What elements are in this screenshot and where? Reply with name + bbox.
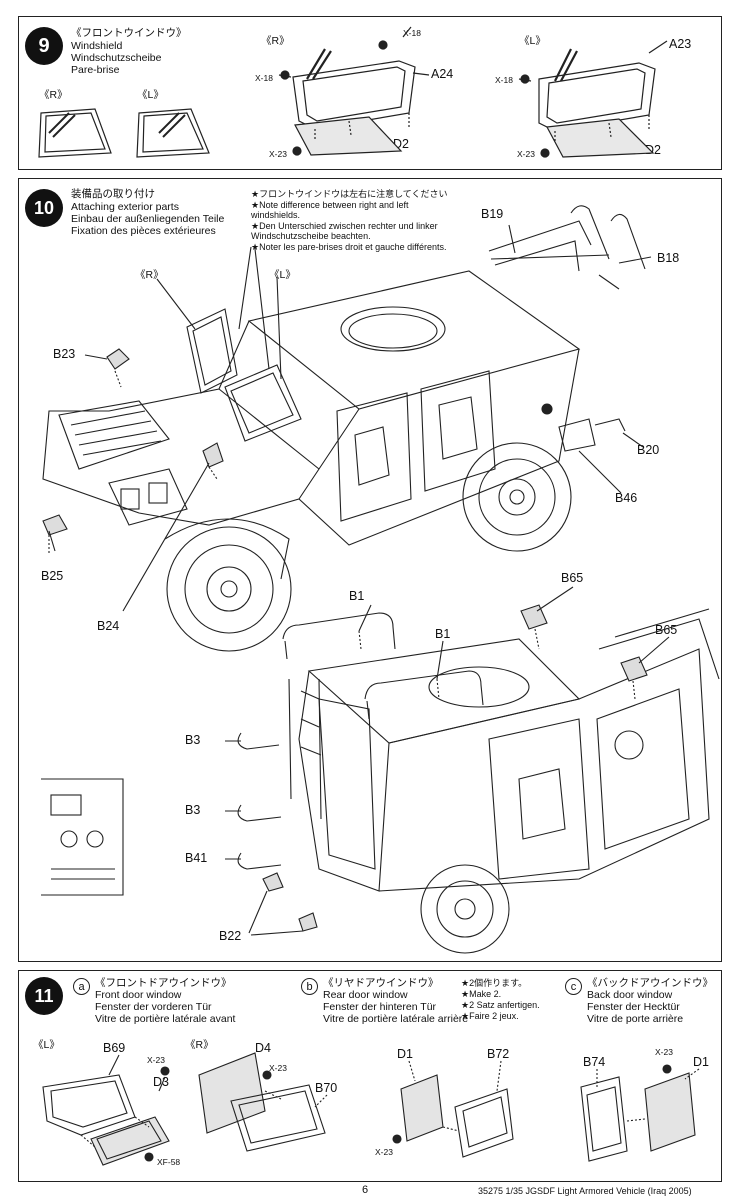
part-x18: X-18 [255,73,273,83]
side-label-l: 《L》 [33,1039,60,1051]
part-b65: B65 [655,623,678,637]
sub-step-b: b [301,978,318,995]
part-b1: B1 [349,589,365,603]
sub-step-c: c [565,978,582,995]
title-fr: Vitre de porte arrière [587,1013,684,1025]
part-b19: B19 [481,207,504,221]
part-x18: X-18 [403,28,421,38]
part-b46: B46 [615,491,638,505]
footer-code: 35275 1/35 JGSDF Light Armored Vehicle (… [478,1186,692,1196]
title-fr: Fixation des pièces extérieures [71,225,216,237]
part-b72: B72 [487,1047,510,1061]
part-d1: D1 [397,1047,413,1061]
step-number: 9 [25,27,63,65]
part-b3: B3 [185,733,201,747]
title-fr: Vitre de portière latérale avant [95,1013,236,1025]
step-10-panel: 10 装備品の取り付け Attaching exterior parts Ein… [18,178,722,962]
title-jp: 《フロントドアウインドウ》 [95,977,232,989]
step-11-panel: 11 a 《フロントドアウインドウ》 Front door window Fen… [18,970,722,1182]
part-x23: X-23 [269,1063,287,1073]
make-note-de: ★2 Satz anfertigen. [461,1000,540,1010]
title-en: Rear door window [323,989,408,1001]
title-en: Back door window [587,989,673,1001]
side-label-l-exploded: 《L》 [519,35,546,47]
note-de: Windschutzscheibe beachten. [251,231,371,241]
note-de: ★Den Unterschied zwischen rechter und li… [251,221,438,231]
title-de: Windschutzscheibe [71,52,162,64]
side-label-r-exploded: 《R》 [261,35,290,47]
sub-step-a: a [73,978,90,995]
step-11-drawing [42,1052,700,1166]
page-number: 6 [362,1184,369,1196]
title-jp: 《リヤドアウインドウ》 [323,977,439,989]
part-b1: B1 [435,627,451,641]
title-de: Einbau der außenliegenden Teile [71,213,225,225]
title-jp: 装備品の取り付け [71,188,155,200]
part-b70: B70 [315,1081,338,1095]
part-b3: B3 [185,803,201,817]
part-xf58: XF-58 [157,1157,181,1167]
make-note-fr: ★Faire 2 jeux. [461,1011,519,1021]
side-label-l: 《L》 [269,269,296,281]
part-a23: A23 [669,37,692,51]
part-b69: B69 [103,1041,126,1055]
side-label-r: 《R》 [135,269,164,281]
step-number: 10 [25,189,63,227]
part-d4: D4 [255,1041,271,1055]
part-d3: D3 [153,1075,169,1089]
title-de: Fenster der Hecktür [587,1001,680,1013]
part-x23: X-23 [517,149,535,159]
title-en: Attaching exterior parts [71,201,179,213]
step-number: 11 [25,977,63,1015]
title-fr: Vitre de portière latérale arrière [323,1013,469,1025]
step-9-drawing [38,26,668,158]
part-a24: A24 [431,67,454,81]
title-de: Fenster der hinteren Tür [323,1001,437,1013]
note-jp: ★フロントウインドウは左右に注意してください [251,189,448,199]
side-label-r: 《R》 [39,89,68,101]
part-x23: X-23 [269,149,287,159]
title-de: Fenster der vorderen Tür [95,1001,212,1013]
side-label-r: 《R》 [185,1039,214,1051]
part-d1: D1 [693,1055,709,1069]
note-fr: ★Noter les pare-brises droit et gauche d… [251,242,447,252]
part-b24: B24 [97,619,120,633]
note-en: ★Note difference between right and left [251,200,409,210]
title-fr: Pare-brise [71,64,120,76]
title-jp: 《バックドアウインドウ》 [587,977,713,989]
part-x23: X-23 [375,1147,393,1157]
part-b41: B41 [185,851,208,865]
part-b65: B65 [561,571,584,585]
part-x23: X-23 [655,1047,673,1057]
part-b25: B25 [41,569,64,583]
part-x18: X-18 [495,75,513,85]
part-b22: B22 [219,929,242,943]
title-jp: 《フロントウインドウ》 [71,27,187,39]
part-x23: X-23 [147,1055,165,1065]
title-en: Front door window [95,989,182,1001]
note-en: windshields. [251,210,301,220]
step-9-panel: 9 《フロントウインドウ》 Windshield Windschutzschei… [18,16,722,170]
part-b74: B74 [583,1055,606,1069]
part-b23: B23 [53,347,76,361]
make-note-jp: ★2個作ります。 [461,978,528,988]
title-en: Windshield [71,40,123,52]
step-10-drawing [41,205,720,954]
part-b18: B18 [657,251,680,265]
side-label-l: 《L》 [137,89,164,101]
make-note-en: ★Make 2. [461,989,502,999]
